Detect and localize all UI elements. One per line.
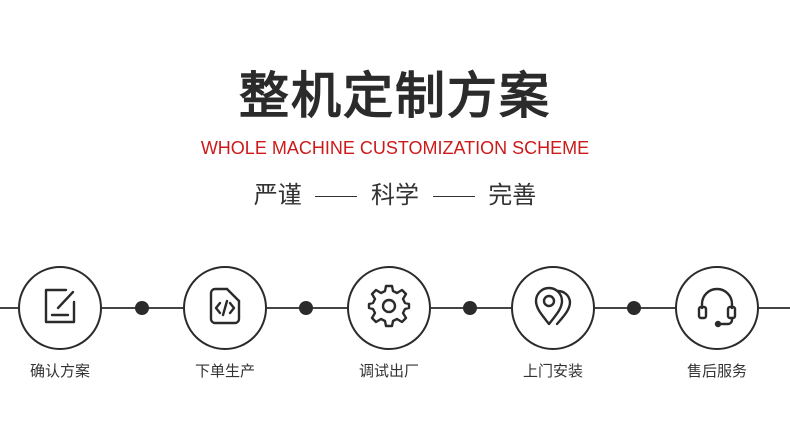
step-label: 确认方案 xyxy=(29,362,90,380)
tagline-word-2: 科学 xyxy=(371,181,419,209)
step-debug-factory xyxy=(347,266,431,350)
timeline-dot xyxy=(135,301,149,315)
page-subtitle: WHOLE MACHINE CUSTOMIZATION SCHEME xyxy=(200,138,590,158)
tagline-separator xyxy=(432,195,475,197)
tagline-separator xyxy=(315,195,358,197)
timeline-dot xyxy=(627,301,641,315)
edit-note-icon xyxy=(38,284,82,332)
step-order-production xyxy=(183,266,267,350)
step-confirm-plan xyxy=(18,266,102,350)
step-label: 下单生产 xyxy=(194,362,255,380)
tagline: 严谨 科学 完善 xyxy=(0,180,790,210)
step-label: 售后服务 xyxy=(686,362,747,380)
code-document-icon xyxy=(203,284,247,332)
timeline-dot xyxy=(463,301,477,315)
page-title: 整机定制方案 xyxy=(239,67,551,125)
tagline-word-3: 完善 xyxy=(488,181,537,209)
gear-icon xyxy=(367,284,411,332)
step-onsite-install xyxy=(511,266,595,350)
tagline-word-1: 严谨 xyxy=(253,181,302,209)
location-pins-icon xyxy=(531,284,575,332)
step-label: 调试出厂 xyxy=(358,362,419,380)
headset-icon xyxy=(695,284,739,332)
timeline-dot xyxy=(299,301,313,315)
step-label: 上门安装 xyxy=(522,362,583,380)
step-after-sales xyxy=(675,266,759,350)
